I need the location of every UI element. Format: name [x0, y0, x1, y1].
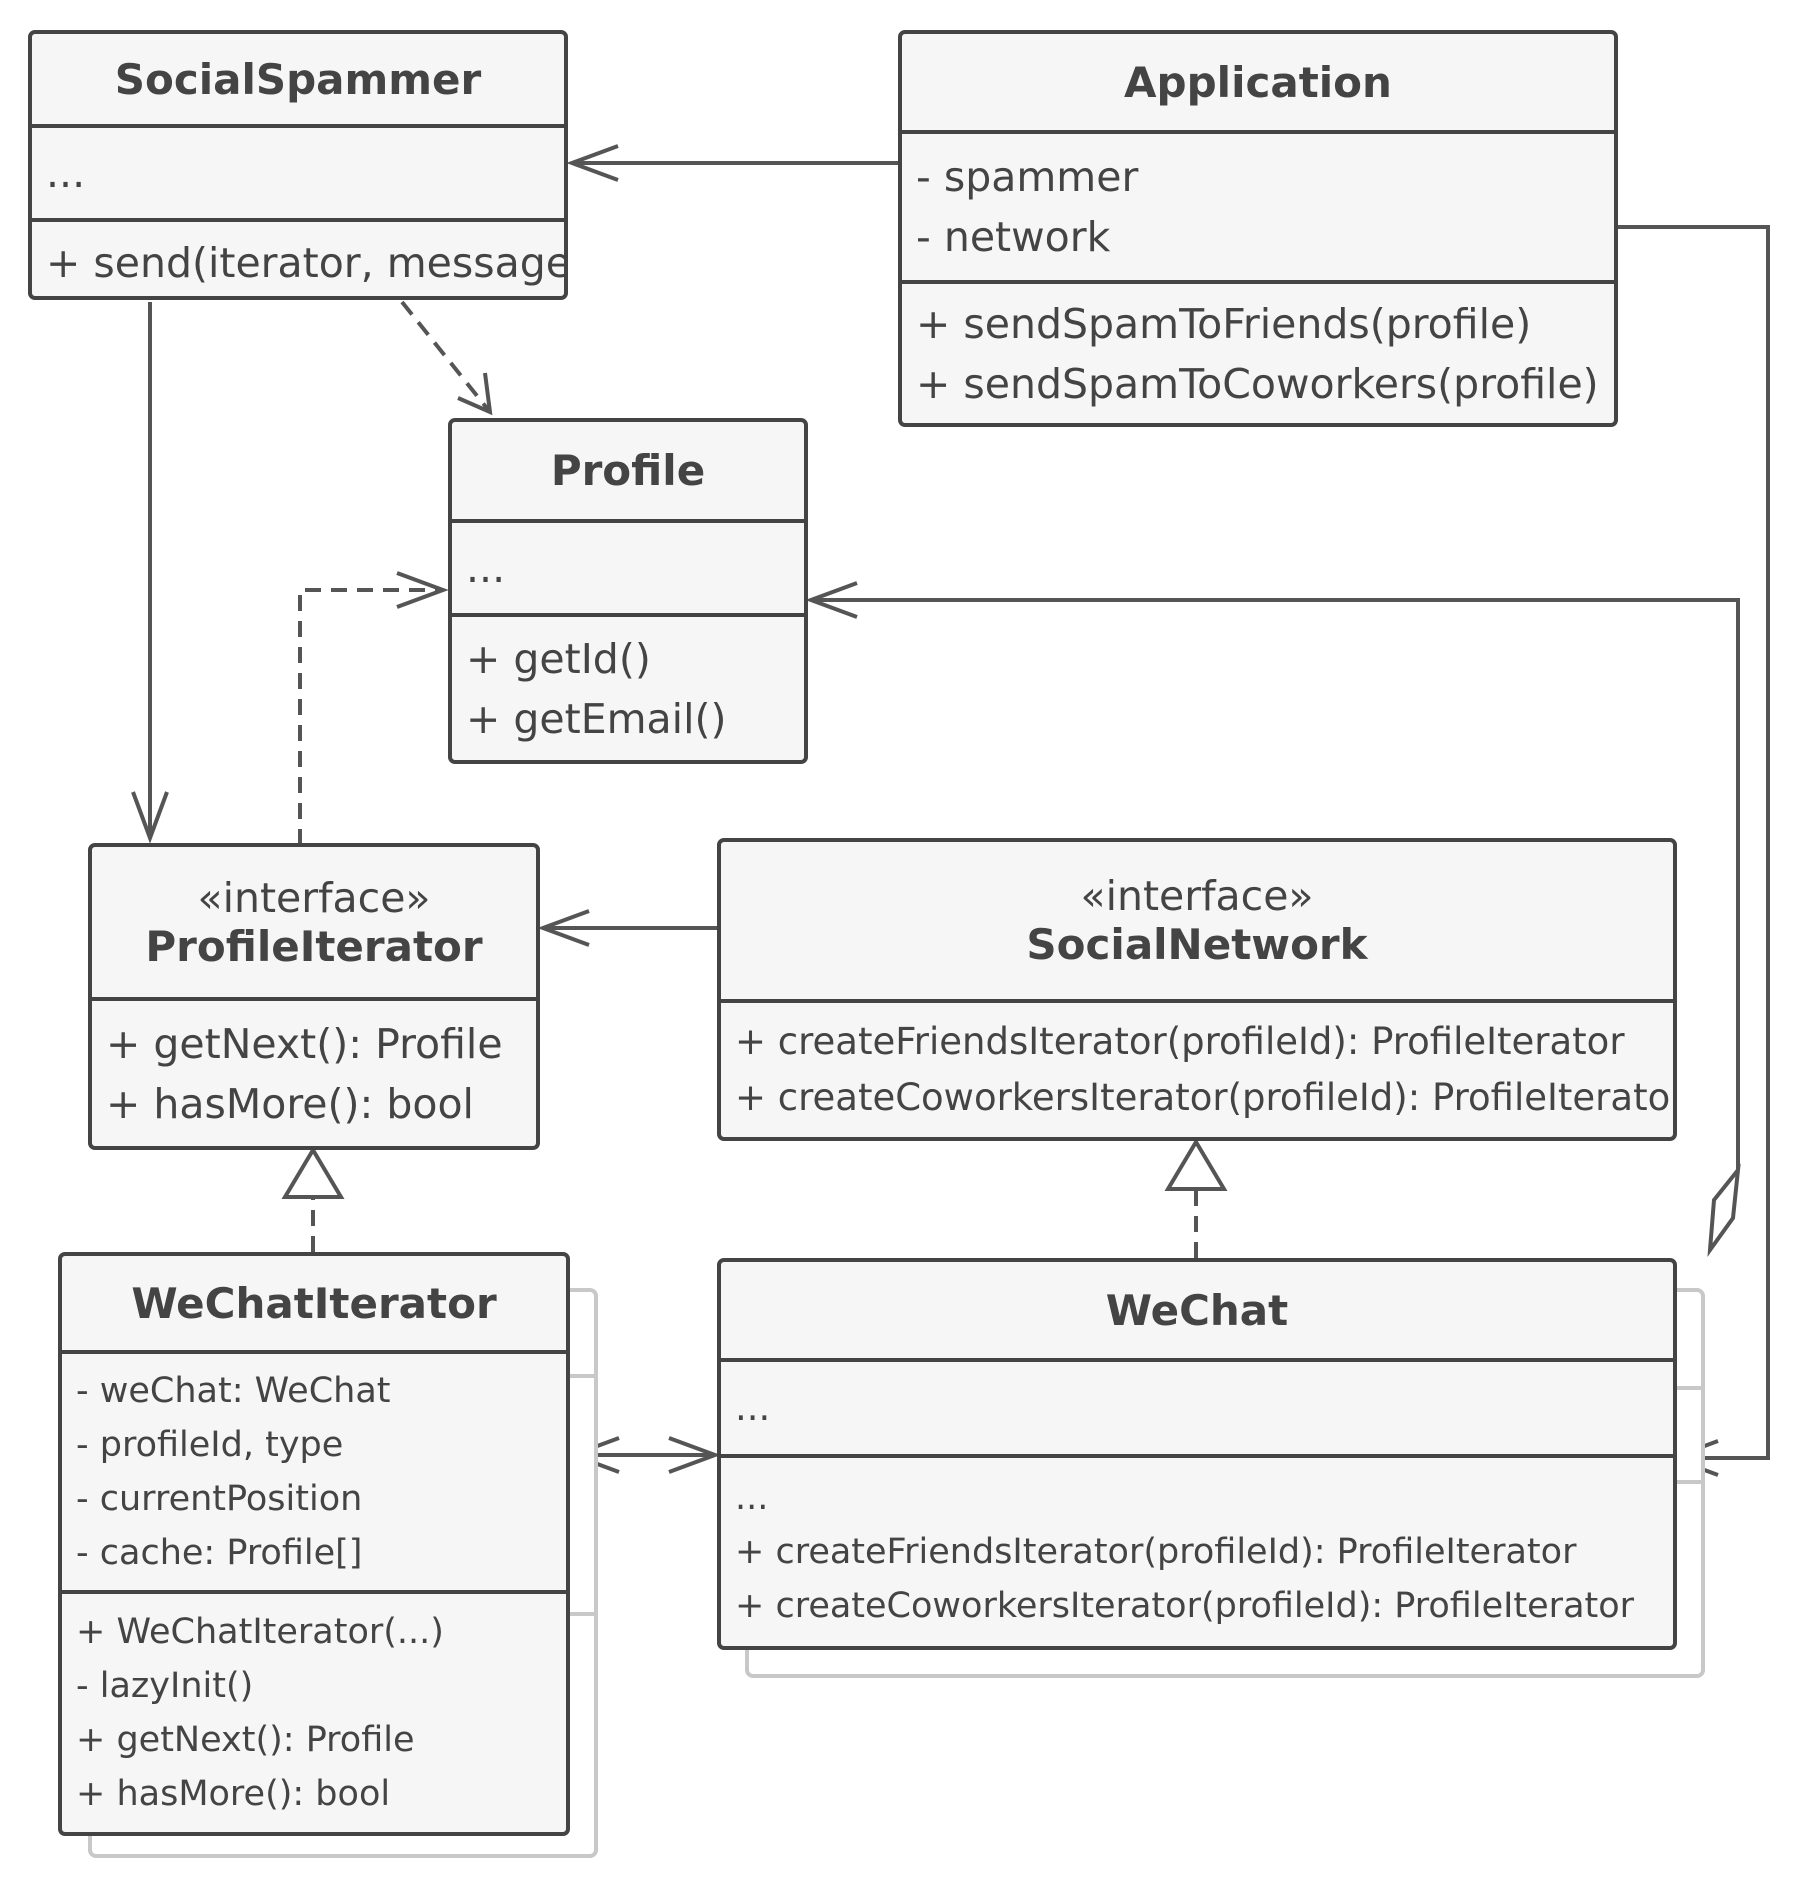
method: ...: [735, 1478, 769, 1518]
method: + send(iterator, message): [46, 239, 568, 287]
stereotype-label: «interface»: [197, 873, 431, 922]
class-profile[interactable]: Profile ... + getId() + getEmail(): [448, 418, 808, 764]
method: + createCoworkersIterator(profileId): Pr…: [735, 1586, 1635, 1626]
fields-section: - weChat: WeChat - profileId, type - cur…: [62, 1350, 566, 1590]
interface-profile-iterator[interactable]: «interface» ProfileIterator + getNext():…: [88, 843, 540, 1150]
arrowhead-bidir-right: [668, 1436, 721, 1474]
class-wechat-iterator[interactable]: WeChatIterator - weChat: WeChat - profil…: [58, 1252, 570, 1836]
method: + sendSpamToCoworkers(profile): [916, 359, 1599, 408]
method: + getNext(): Profile: [76, 1720, 415, 1760]
field: - spammer: [916, 153, 1139, 201]
field: - currentPosition: [76, 1479, 363, 1519]
method: + createCoworkersIterator(profileId): Pr…: [735, 1076, 1677, 1119]
class-application[interactable]: Application - spammer - network + sendSp…: [898, 30, 1618, 427]
stereotype-label: «interface»: [1080, 872, 1314, 920]
method: + createFriendsIterator(profileId): Prof…: [735, 1532, 1577, 1572]
dep-spammer-profile: [400, 300, 492, 414]
fields-section: ...: [452, 519, 804, 613]
method: - lazyInit(): [76, 1666, 254, 1706]
methods-section: + WeChatIterator(...) - lazyInit() + get…: [62, 1590, 566, 1832]
fields-section: - spammer - network: [902, 130, 1614, 280]
wechatiterator-shadow-divider: [565, 1374, 596, 1378]
method: + hasMore(): bool: [76, 1774, 391, 1814]
arrowhead-spammer-iterator: [131, 791, 169, 844]
methods-section: + getId() + getEmail(): [452, 613, 804, 760]
method: + getEmail(): [466, 694, 727, 743]
method: + getNext(): Profile: [106, 1019, 503, 1068]
assoc-application-wechat: [1614, 225, 1770, 1460]
class-name: Application: [1124, 57, 1392, 107]
class-header: Profile: [452, 422, 804, 519]
methods-section: + getNext(): Profile + hasMore(): bool: [92, 997, 536, 1146]
class-name: WeChat: [1105, 1285, 1289, 1335]
field: ...: [735, 1386, 771, 1429]
class-header: «interface» SocialNetwork: [721, 842, 1673, 999]
dep-iterator-profile: [298, 588, 443, 845]
class-wechat[interactable]: WeChat ... ... + createFriendsIterator(p…: [717, 1258, 1677, 1650]
methods-section: + createFriendsIterator(profileId): Prof…: [721, 999, 1673, 1137]
class-name: Profile: [550, 446, 706, 495]
method: + getId(): [466, 634, 651, 683]
wechat-shadow-divider: [1672, 1480, 1703, 1484]
field: ...: [46, 149, 86, 197]
interface-social-network[interactable]: «interface» SocialNetwork + createFriend…: [717, 838, 1677, 1141]
triangle-wechatiterator-iterator: [281, 1146, 345, 1199]
wechatiterator-shadow-divider: [565, 1612, 596, 1616]
method: + createFriendsIterator(profileId): Prof…: [735, 1020, 1625, 1063]
method: + WeChatIterator(...): [76, 1612, 444, 1652]
aggregation-wechat-profile: [811, 598, 1740, 1170]
class-header: WeChat: [721, 1262, 1673, 1358]
arrowhead-application-spammer: [566, 144, 619, 182]
class-social-spammer[interactable]: SocialSpammer ... + send(iterator, messa…: [28, 30, 568, 300]
class-name: ProfileIterator: [145, 921, 483, 971]
arrowhead-iterator-profile: [396, 571, 449, 609]
class-header: WeChatIterator: [62, 1256, 566, 1350]
field: - profileId, type: [76, 1425, 344, 1465]
arrowhead-network-iterator: [537, 909, 590, 947]
class-name: WeChatIterator: [131, 1278, 497, 1328]
field: - weChat: WeChat: [76, 1371, 391, 1411]
class-name: SocialNetwork: [1026, 920, 1368, 969]
class-header: Application: [902, 34, 1614, 130]
field: - network: [916, 213, 1111, 261]
methods-section: + send(iterator, message): [32, 218, 568, 296]
methods-section: ... + createFriendsIterator(profileId): …: [721, 1454, 1673, 1646]
method: + hasMore(): bool: [106, 1079, 474, 1128]
class-name: SocialSpammer: [114, 54, 482, 104]
methods-section: + sendSpamToFriends(profile) + sendSpamT…: [902, 280, 1614, 423]
arrowhead-spammer-profile: [457, 372, 493, 416]
aggregation-diamond: [1707, 1163, 1741, 1257]
field: ...: [466, 544, 506, 592]
fields-section: ...: [721, 1358, 1673, 1454]
wechat-shadow-divider: [1672, 1386, 1703, 1390]
class-header: SocialSpammer: [32, 34, 564, 124]
method: + sendSpamToFriends(profile): [916, 299, 1532, 348]
arrowhead-wechat-profile: [805, 581, 858, 619]
field: - cache: Profile[]: [76, 1533, 363, 1573]
class-header: «interface» ProfileIterator: [92, 847, 536, 997]
fields-section: ...: [32, 124, 564, 218]
triangle-wechat-network: [1164, 1138, 1228, 1191]
